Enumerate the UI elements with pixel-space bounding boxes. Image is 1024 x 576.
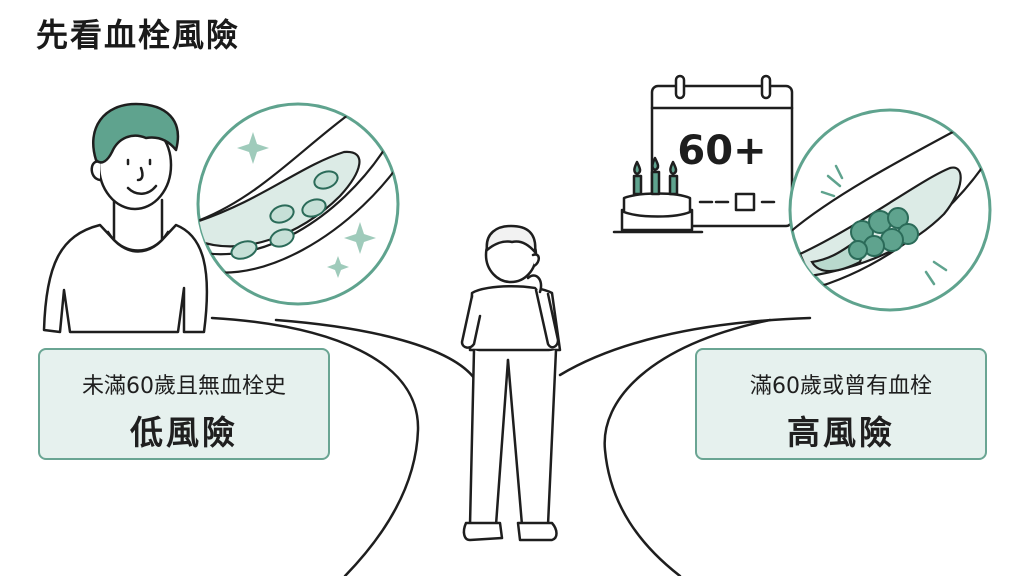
young-man-nose bbox=[136, 166, 144, 182]
man-left-leg bbox=[468, 348, 510, 527]
road-left-outer-edge bbox=[210, 316, 420, 576]
page-title: 先看血栓風險 bbox=[36, 16, 241, 54]
high-risk-box: 滿60歲或曾有血栓 高風險 bbox=[695, 348, 987, 460]
young-man-ear bbox=[90, 160, 102, 182]
cake-icon bbox=[612, 156, 704, 234]
thinking-man bbox=[460, 224, 562, 542]
healthy-vessel-inner-wall bbox=[198, 148, 386, 256]
young-man-hair bbox=[92, 102, 180, 164]
young-man-smile bbox=[126, 184, 158, 195]
calendar-age-label: 60+ bbox=[677, 128, 766, 174]
clot-vessel-magnifier bbox=[788, 108, 992, 312]
man-right-shoe bbox=[516, 521, 558, 542]
low-risk-level: 低風險 bbox=[130, 413, 238, 452]
calendar-body bbox=[650, 84, 794, 228]
calendar-day-box bbox=[734, 192, 756, 212]
blood-cell-icon bbox=[230, 170, 339, 260]
man-left-shoe bbox=[462, 521, 504, 542]
road-right-outer-edge bbox=[603, 318, 772, 576]
forking-road bbox=[210, 316, 812, 576]
healthy-vessel-outer-wall-top bbox=[198, 110, 354, 222]
high-risk-level: 高風險 bbox=[787, 413, 895, 452]
young-man-shirt bbox=[42, 223, 209, 334]
calendar-ring-left bbox=[674, 74, 686, 100]
calendar-ring-right bbox=[760, 74, 772, 100]
clot-icon bbox=[848, 207, 919, 260]
man-left-arm bbox=[460, 294, 482, 349]
road-left-inner-edge bbox=[274, 318, 480, 386]
man-right-arm bbox=[534, 288, 560, 349]
sparkle-icon bbox=[237, 132, 376, 278]
candle-icon bbox=[632, 156, 679, 196]
low-risk-box: 未滿60歲且無血栓史 低風險 bbox=[38, 348, 330, 460]
low-risk-condition: 未滿60歲且無血栓史 bbox=[82, 374, 286, 399]
man-ear bbox=[531, 253, 540, 268]
alert-marks bbox=[820, 164, 948, 286]
young-man bbox=[42, 102, 209, 334]
cake-top-layer bbox=[622, 192, 692, 218]
young-man-collar bbox=[106, 230, 170, 253]
healthy-vessel-magnifier bbox=[196, 102, 400, 306]
man-hand-on-chin bbox=[526, 274, 543, 294]
man-hair bbox=[485, 224, 537, 254]
calendar-icon bbox=[650, 74, 794, 228]
man-right-leg bbox=[506, 348, 558, 527]
high-risk-condition: 滿60歲或曾有血栓 bbox=[750, 374, 932, 399]
